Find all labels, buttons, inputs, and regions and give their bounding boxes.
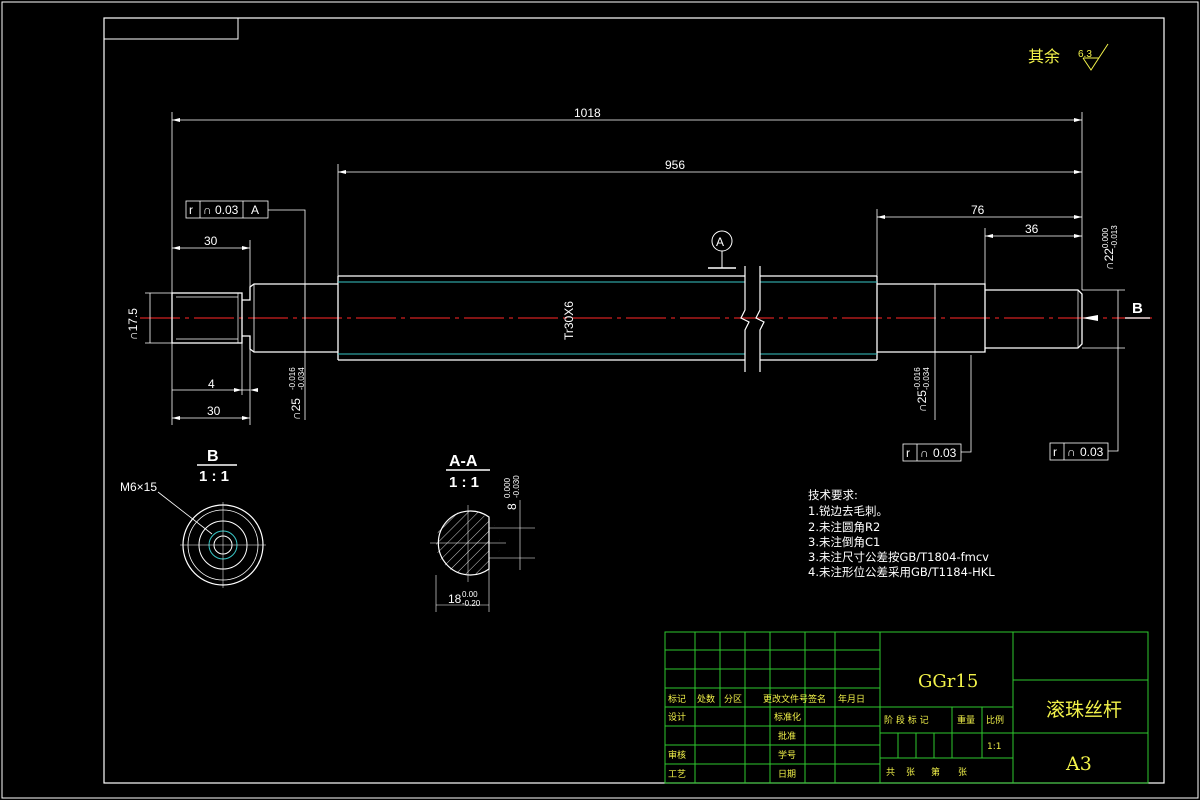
tol-left-n: ∩ xyxy=(203,203,212,217)
section-b-letter: B xyxy=(1132,300,1143,317)
tb-student-id: 学号 xyxy=(778,749,796,761)
tb-total: 共 xyxy=(886,767,895,778)
tb-weight: 重量 xyxy=(957,714,975,726)
view-b-title: B xyxy=(207,448,219,465)
view-b-hole-callout: M6×15 xyxy=(120,480,157,494)
tb-header-count: 处数 xyxy=(697,693,715,705)
tb-sheets-2: 张 xyxy=(958,767,967,778)
view-aa-scale: 1 : 1 xyxy=(449,474,479,491)
view-aa-title: A-A xyxy=(449,453,478,470)
section-a-marker: A xyxy=(708,230,736,269)
section-b-marker: B xyxy=(1125,300,1150,319)
tech-note-4: 3.未注尺寸公差按GB/T1804-fmcv xyxy=(808,550,989,564)
tech-notes-title: 技术要求: xyxy=(808,488,858,502)
roughness-value: 6.3 xyxy=(1078,49,1092,60)
dimension-lines xyxy=(145,112,1125,425)
dim-dia25-right: ∩25 xyxy=(915,390,929,412)
dim-dia25-left: ∩25 xyxy=(289,398,303,420)
tol-mid-sym: r xyxy=(906,446,910,460)
tb-standardize: 标准化 xyxy=(774,711,801,723)
tolerance-frame-left: r ∩ 0.03 A xyxy=(185,200,306,284)
view-aa: A-A 1 : 1 18 0.00 -0.20 8 0.000 -0.030 xyxy=(430,453,535,612)
tb-row-process: 工艺 xyxy=(668,769,686,780)
dim-thread-length: 956 xyxy=(665,158,685,172)
tb-header-mark: 标记 xyxy=(668,693,686,705)
view-b: B 1 : 1 M6×15 xyxy=(120,448,266,588)
tol-right-sym: r xyxy=(1053,445,1057,459)
dim-left-4: 4 xyxy=(208,377,215,391)
tb-ratio: 比例 xyxy=(986,714,1004,726)
dim-dia25-left-tol-dn: -0.034 xyxy=(297,367,306,390)
view-aa-depth-up: 0.000 xyxy=(503,477,512,498)
tech-note-5: 4.未注形位公差采用GB/T1184-HKL xyxy=(808,565,995,579)
dim-left-30-top: 30 xyxy=(204,234,218,248)
tb-row-design: 设计 xyxy=(668,711,686,723)
corner-label-box xyxy=(103,17,239,40)
tb-approve: 批准 xyxy=(778,730,796,742)
tol-mid-val: 0.03 xyxy=(933,446,957,460)
roughness-label: 其余 xyxy=(1028,47,1060,66)
dim-thread-spec: Tr30X6 xyxy=(562,301,576,340)
section-a-letter: A xyxy=(716,235,724,249)
tb-stage: 阶 段 标 记 xyxy=(884,714,929,726)
tol-mid-n: ∩ xyxy=(920,446,929,460)
tol-left-val: 0.03 xyxy=(215,203,239,217)
dim-right-76: 76 xyxy=(971,203,985,217)
break-lines xyxy=(740,266,765,372)
shaft-outline xyxy=(171,275,1083,361)
technical-requirements: 技术要求: 1.锐边去毛刺。 2.未注圆角R2 3.未注倒角C1 3.未注尺寸公… xyxy=(808,488,995,579)
tech-note-3: 3.未注倒角C1 xyxy=(808,535,880,549)
view-aa-width-up: 0.00 xyxy=(462,590,478,599)
tb-date: 日期 xyxy=(778,769,796,780)
dim-overall: 1018 xyxy=(574,106,601,120)
drawing-frame xyxy=(103,17,1165,784)
tb-sheets-1: 张 xyxy=(906,767,915,778)
tol-right-val: 0.03 xyxy=(1080,445,1104,459)
tb-header-change: 更改文件号 xyxy=(763,693,808,705)
thread-root-lines xyxy=(338,281,877,355)
tol-left-sym: r xyxy=(189,203,193,217)
dimension-arrows xyxy=(172,118,1098,420)
dim-dia22-tol-up: 0.000 xyxy=(1101,227,1110,248)
tb-row-review: 审核 xyxy=(668,749,686,761)
tb-header-date: 年月日 xyxy=(838,693,865,705)
tech-note-1: 1.锐边去毛刺。 xyxy=(808,504,888,518)
tol-left-datum: A xyxy=(251,203,259,217)
title-block: 标记 处数 分区 更改文件号 签名 年月日 设计 审核 工艺 标准化 批准 学号… xyxy=(664,631,1149,784)
roughness-symbol: 其余 6.3 xyxy=(1028,43,1109,71)
tb-header-sign: 签名 xyxy=(808,693,826,705)
view-b-scale: 1 : 1 xyxy=(199,468,229,485)
dim-dia25-right-tol-dn: -0.034 xyxy=(922,367,931,390)
tb-page: 第 xyxy=(931,766,940,778)
tol-right-n: ∩ xyxy=(1067,445,1076,459)
dim-dia25-left-tol-up: -0.016 xyxy=(288,367,297,390)
tb-part-name: 滚珠丝杆 xyxy=(1046,699,1122,721)
dim-right-36: 36 xyxy=(1025,222,1039,236)
dim-dia25-right-tol-up: -0.016 xyxy=(913,367,922,390)
dim-dia-17-5: ∩17.5 xyxy=(126,308,140,340)
tb-material: GGr15 xyxy=(918,671,978,692)
tb-header-zone: 分区 xyxy=(724,694,742,705)
view-aa-depth: 8 xyxy=(505,503,519,510)
dim-dia22: ∩22 xyxy=(1102,248,1116,270)
view-aa-depth-dn: -0.030 xyxy=(512,475,521,498)
tolerance-frame-mid: r ∩ 0.03 xyxy=(902,355,972,462)
view-aa-width: 18 xyxy=(448,592,462,606)
tb-sheet-size: A3 xyxy=(1065,753,1092,775)
tolerance-frame-right: r ∩ 0.03 xyxy=(1049,348,1119,461)
tech-note-2: 2.未注圆角R2 xyxy=(808,520,880,534)
dim-left-30-bottom: 30 xyxy=(207,404,221,418)
view-aa-width-dn: -0.20 xyxy=(462,599,481,608)
tb-scale-value: 1:1 xyxy=(987,742,1001,752)
dim-dia22-tol-dn: -0.013 xyxy=(1110,225,1119,248)
